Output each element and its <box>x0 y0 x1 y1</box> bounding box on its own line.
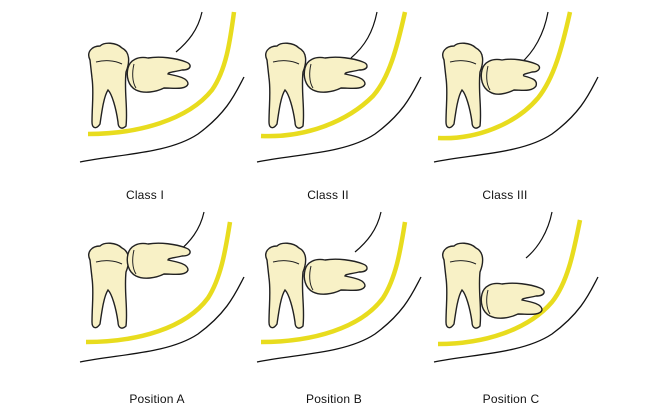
ramus-line <box>437 219 583 347</box>
class-1-illustration <box>79 11 245 163</box>
third-molar <box>126 56 191 93</box>
ramus-line <box>260 221 408 345</box>
ramus-outline <box>175 11 203 53</box>
third-molar <box>126 242 191 279</box>
caption-position-c: Position C <box>482 392 540 406</box>
ramus-outline <box>354 211 382 253</box>
ramus-outline <box>350 11 378 59</box>
position-a-illustration <box>79 211 245 363</box>
ramus-line <box>437 11 573 141</box>
caption-position-a: Position A <box>129 392 185 406</box>
ramus-line <box>260 11 408 139</box>
panel-class-1 <box>78 11 248 163</box>
ramus-outline <box>525 211 553 259</box>
caption-position-b: Position B <box>305 392 363 406</box>
second-molar <box>265 42 307 129</box>
position-c-illustration <box>433 211 599 363</box>
mandible-outline <box>433 276 599 363</box>
mandible-outline <box>433 76 599 163</box>
second-molar <box>88 42 130 129</box>
second-molar <box>88 242 130 329</box>
mandible-outline <box>256 76 422 163</box>
caption-class-1: Class I <box>125 188 165 202</box>
panel-position-a <box>78 211 248 363</box>
mandible-outline <box>256 276 422 363</box>
class-3-illustration <box>433 11 599 163</box>
second-molar <box>442 242 484 329</box>
panel-position-c <box>432 211 602 363</box>
caption-class-2: Class II <box>307 188 349 202</box>
ramus-outline <box>519 11 549 65</box>
class-2-illustration <box>256 11 422 163</box>
panel-class-3 <box>432 11 602 163</box>
second-molar <box>442 42 484 129</box>
third-molar <box>480 282 545 319</box>
ramus-line <box>85 221 233 345</box>
caption-class-3: Class III <box>482 188 528 202</box>
mandible-outline <box>79 76 245 163</box>
ramus-line <box>87 11 237 137</box>
third-molar <box>303 258 368 295</box>
position-b-illustration <box>256 211 422 363</box>
panel-position-b <box>255 211 425 363</box>
third-molar <box>480 58 541 95</box>
panel-class-2 <box>255 11 425 163</box>
second-molar <box>265 242 307 329</box>
mandible-outline <box>79 276 245 363</box>
third-molar <box>303 56 368 93</box>
